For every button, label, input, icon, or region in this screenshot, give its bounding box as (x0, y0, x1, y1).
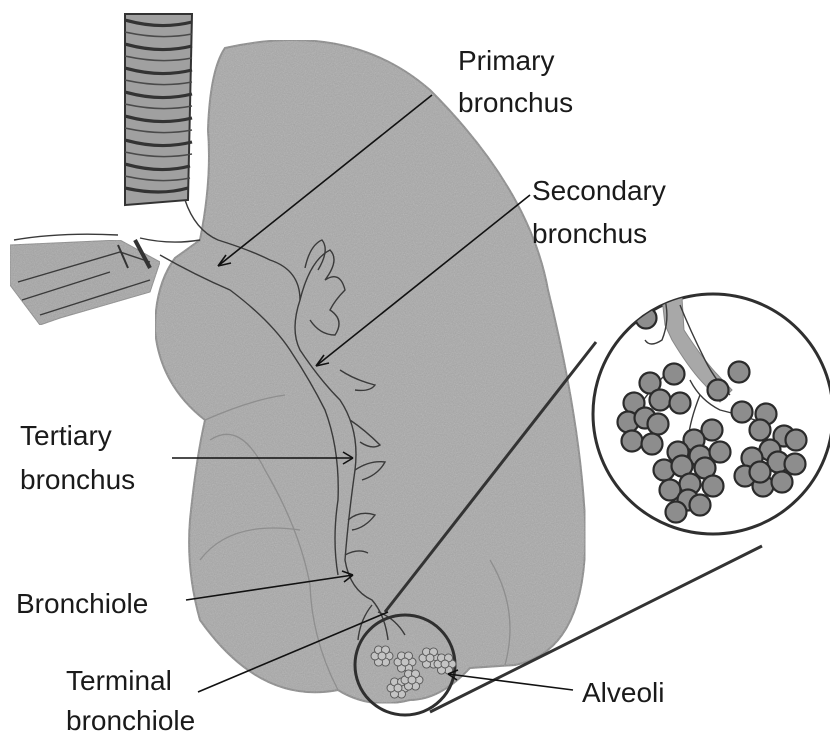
alveolus (729, 362, 750, 383)
alveolus (650, 390, 671, 411)
small-alveolus (378, 652, 386, 660)
alveolus (648, 414, 669, 435)
alveoli-label: Alveoli (582, 677, 664, 708)
alveolus (642, 434, 663, 455)
alveolus (750, 462, 771, 483)
trachea (125, 14, 192, 205)
alveolus (690, 495, 711, 516)
terminal-bronchiole-label: Terminal bronchiole (66, 665, 195, 736)
alveolus (670, 393, 691, 414)
alveolus (732, 402, 753, 423)
tertiary-bronchus-label: Tertiary bronchus (20, 420, 135, 495)
alveolus (666, 502, 687, 523)
alveolus (703, 476, 724, 497)
lung-lobe (155, 40, 585, 703)
small-alveolus (401, 658, 409, 666)
alveolus (772, 472, 793, 493)
small-alveolus (441, 660, 449, 668)
primary-bronchus-label: Primary bronchus (458, 45, 573, 118)
alveolus (786, 430, 807, 451)
bronchiole-label: Bronchiole (16, 588, 148, 619)
alveolus (664, 364, 685, 385)
alveolus (708, 380, 729, 401)
small-alveolus (394, 684, 402, 692)
alveolus (622, 431, 643, 452)
alveolus (785, 454, 806, 475)
secondary-bronchus-label: Secondary bronchus (532, 175, 674, 249)
small-alveolus (408, 676, 416, 684)
alveolus (750, 420, 771, 441)
small-alveolus (426, 654, 434, 662)
left-bronchus-stub (10, 234, 160, 325)
alveoli-zoom-inset (593, 294, 830, 534)
